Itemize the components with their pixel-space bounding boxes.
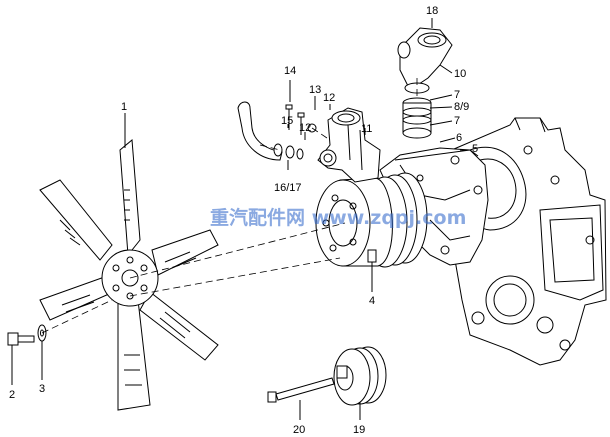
pulley-bolt (267, 377, 335, 403)
leader-lines (11, 18, 470, 420)
hose-clamps (273, 143, 304, 160)
callout-1: 1 (121, 101, 127, 113)
fan-bolt (7, 332, 35, 346)
callout-3: 3 (39, 383, 45, 395)
crankshaft-pulley (333, 346, 387, 406)
callout-2: 2 (9, 389, 15, 401)
water-pump-pulley (315, 172, 428, 268)
callout-20: 20 (293, 424, 305, 436)
assembly-lines (41, 78, 418, 334)
callout-12-mid: 12 (299, 122, 311, 134)
callout-15: 15 (281, 115, 293, 127)
callout-11: 11 (361, 123, 372, 135)
callout-5: 5 (472, 143, 478, 155)
callout-8-9: 8/9 (454, 101, 469, 113)
callout-14: 14 (284, 65, 296, 77)
callout-7-top: 7 (454, 89, 460, 101)
outlet-elbow (317, 107, 381, 183)
watermark: 重汽配件网 www.zqpj.com (210, 206, 466, 229)
cooling-fan (39, 138, 219, 411)
callout-7-bottom: 7 (454, 115, 460, 127)
callout-13: 13 (309, 84, 321, 96)
callout-18: 18 (426, 5, 438, 17)
callout-4: 4 (369, 295, 375, 307)
bolts-13-14 (285, 104, 317, 135)
thermostat (402, 97, 432, 139)
callout-19: 19 (353, 424, 365, 436)
bolt-4 (367, 249, 377, 263)
callout-16-17: 16/17 (274, 182, 302, 194)
callout-12-top: 12 (323, 92, 335, 104)
callout-6: 6 (456, 132, 462, 144)
callout-10: 10 (454, 68, 466, 80)
callout-labels: 1 2 3 4 5 6 7 8/9 7 10 11 12 12 13 14 15… (9, 5, 478, 436)
thermostat-cover (397, 27, 453, 94)
